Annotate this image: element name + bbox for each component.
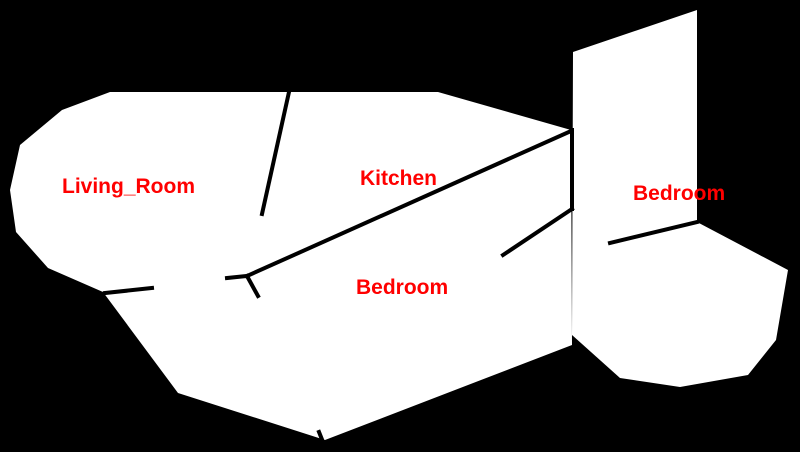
room-label-living-room: Living_Room [62, 175, 195, 198]
wall-bedroom-diagonal [500, 206, 575, 258]
wall-door-stub-bottom [316, 429, 326, 445]
wall-right-bedroom-bottom [607, 219, 700, 246]
interior-walls [102, 89, 700, 445]
room-label-kitchen: Kitchen [360, 167, 437, 190]
room-label-bedroom-center: Bedroom [356, 276, 448, 299]
wall-stub-junction [224, 273, 250, 281]
wall-living-bottom [102, 285, 155, 296]
wall-kitchen-bedroom-diagonal [244, 128, 574, 279]
room-label-bedroom-right: Bedroom [633, 182, 725, 205]
floor-area-main [10, 92, 572, 440]
floor-area-right-wing [572, 10, 788, 387]
wall-stub-down [244, 273, 261, 299]
wall-living-kitchen [259, 89, 292, 217]
